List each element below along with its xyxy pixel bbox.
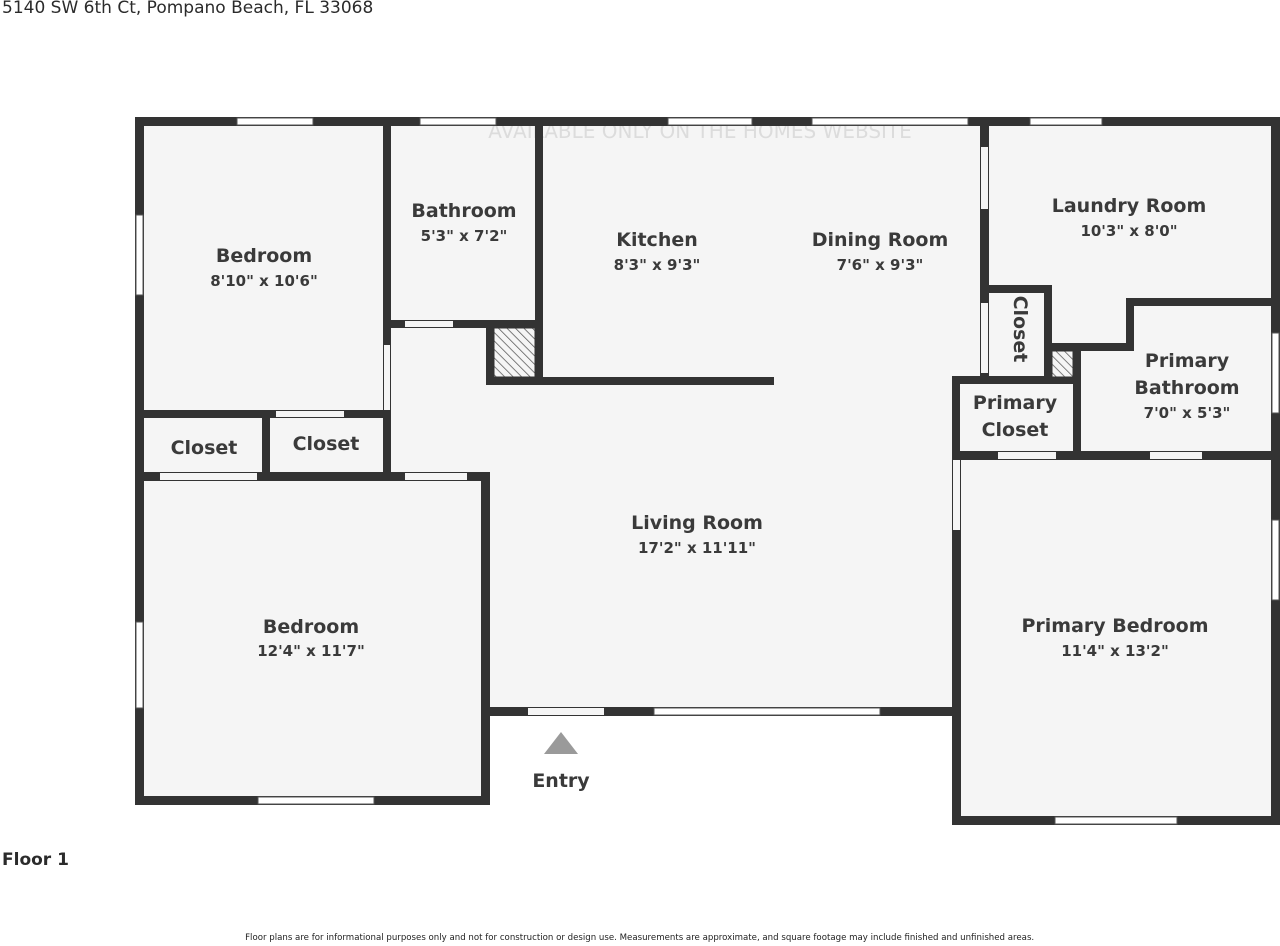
room-name-line-1: Primary [1145, 350, 1230, 372]
room-name-line-2: Bathroom [1134, 377, 1239, 399]
room-primary-bathroom: Primary Bathroom 7'0" x 5'3" [1134, 350, 1239, 422]
room-name: Closet [293, 433, 360, 455]
room-name: Primary Bedroom [1021, 615, 1208, 637]
room-name-line-1: Primary [973, 392, 1058, 414]
chase-hatch [1051, 350, 1074, 378]
room-dimensions: 8'10" x 10'6" [210, 272, 318, 290]
room-name: Dining Room [812, 229, 949, 251]
room-name: Kitchen [616, 229, 698, 251]
door-openings [160, 147, 1202, 715]
room-name-line-2: Closet [982, 419, 1049, 441]
room-bathroom: Bathroom 5'3" x 7'2" [411, 200, 516, 245]
room-dimensions: 5'3" x 7'2" [421, 227, 508, 245]
room-name: Bedroom [216, 245, 312, 267]
floor-fill [140, 122, 1275, 820]
room-dimensions: 10'3" x 8'0" [1080, 222, 1177, 240]
room-name: Bathroom [411, 200, 516, 222]
room-name: Living Room [631, 512, 763, 534]
room-dining: Dining Room 7'6" x 9'3" [812, 229, 949, 274]
room-dimensions: 12'4" x 11'7" [257, 642, 365, 660]
room-closet-1: Closet [171, 437, 238, 459]
room-name: Laundry Room [1052, 195, 1207, 217]
floor-label: Floor 1 [2, 850, 69, 870]
room-name: Closet [171, 437, 238, 459]
entry-label: Entry [532, 770, 590, 792]
room-dimensions: 7'0" x 5'3" [1144, 404, 1231, 422]
room-bedroom-1: Bedroom 8'10" x 10'6" [210, 245, 318, 290]
room-dimensions: 11'4" x 13'2" [1061, 642, 1169, 660]
chimney-hatch [493, 327, 536, 378]
room-name: Closet [1009, 296, 1031, 363]
room-dimensions: 8'3" x 9'3" [614, 256, 701, 274]
room-living: Living Room 17'2" x 11'11" [631, 512, 763, 557]
disclaimer-text: Floor plans are for informational purpos… [245, 933, 1035, 943]
entry-arrow-icon [544, 732, 578, 754]
room-dimensions: 17'2" x 11'11" [638, 539, 756, 557]
room-kitchen: Kitchen 8'3" x 9'3" [614, 229, 701, 274]
windows [135, 117, 1280, 825]
room-primary-bedroom: Primary Bedroom 11'4" x 13'2" [1021, 615, 1208, 660]
room-bedroom-2: Bedroom 12'4" x 11'7" [257, 616, 365, 660]
room-closet-2: Closet [293, 433, 360, 455]
room-dimensions: 7'6" x 9'3" [837, 256, 924, 274]
room-laundry: Laundry Room 10'3" x 8'0" [1052, 195, 1207, 240]
room-name: Bedroom [263, 616, 359, 638]
room-primary-closet: Primary Closet [973, 392, 1058, 441]
room-closet-vertical: Closet [1009, 296, 1031, 363]
property-address: 5140 SW 6th Ct, Pompano Beach, FL 33068 [2, 0, 374, 18]
